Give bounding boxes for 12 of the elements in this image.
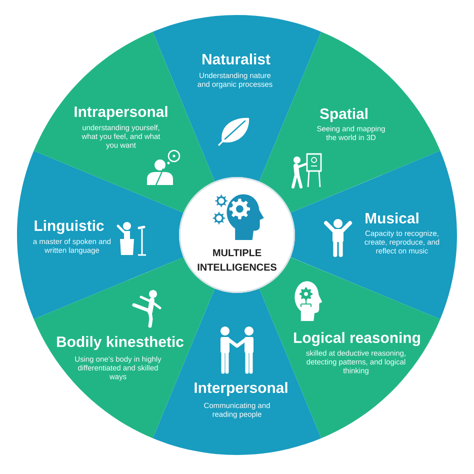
wheel-segment	[17, 150, 184, 320]
wheel-segment	[290, 150, 457, 320]
center-title: MULTIPLE INTELLIGENCES	[198, 249, 276, 271]
heading: Naturalist	[202, 54, 270, 64]
center-circle	[179, 177, 295, 293]
heading: Musical	[366, 212, 418, 224]
heading: Spatial	[320, 108, 368, 122]
heading: Linguistic	[34, 220, 104, 234]
heading: Interpersonal	[194, 382, 288, 396]
heading: Bodily kinesthetic	[57, 336, 184, 350]
heading: Logical reasoning	[294, 332, 420, 346]
heading: Intrapersonal	[74, 106, 168, 120]
